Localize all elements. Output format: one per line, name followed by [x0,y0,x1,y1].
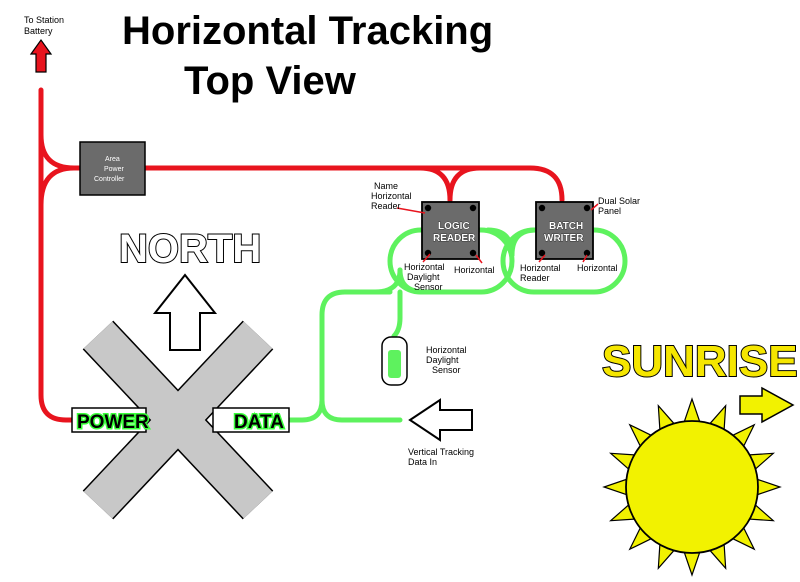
tracker-cross [82,320,274,520]
power-wire-bus [71,165,565,203]
batch-writer-label-2: WRITER [544,233,584,244]
title-line-2: Top View [184,59,357,103]
horizontal-reader-label-2: Reader [520,273,550,283]
daylight-sensor-fill [388,350,401,378]
data-wire-link-b [509,227,539,258]
sunrise-arrow-icon [739,386,795,424]
title-line-1: Horizontal Tracking [122,9,493,53]
area-power-controller-box [79,141,146,196]
screw-icon [469,249,477,257]
apc-label-2: Power [104,166,125,173]
sun-ray [602,477,630,497]
sensor-a-label-1: Horizontal [404,262,445,272]
data-plate [212,407,290,433]
data-wire-curve-a [372,267,403,295]
sensor-b-label-2: Daylight [426,355,459,365]
horizontal-reader-label-1: Horizontal [520,263,561,273]
data-wire-curve-b [397,267,428,295]
apc-label-3: Controller [94,176,125,183]
sensor-b-label-1: Horizontal [426,345,467,355]
power-plate [71,407,147,433]
power-wire-main [38,87,83,423]
data-wire-vertical-in [319,397,403,423]
screw-icon [538,249,546,257]
logic-reader-label-2: READER [433,233,476,244]
dual-solar-label-1: Dual Solar [598,196,640,206]
sensor-a-label-2: Daylight [407,272,440,282]
to-station-label-1: To Station [24,15,64,25]
power-wire-logic-left [417,165,453,203]
batch-horizontal-label: Horizontal [577,263,618,273]
batch-writer-box [535,201,594,260]
sensor-b-label-3: Sensor [432,365,461,375]
batch-writer-label-1: BATCH [549,221,583,232]
sensor-a-label-3: Sensor [414,282,443,292]
power-wire-branch-top [38,132,77,171]
vertical-tracking-label-1: Vertical Tracking [408,447,474,457]
name-reader-label-2: Horizontal [371,191,412,201]
to-battery-arrow-icon [29,38,53,73]
vertical-tracking-label-2: Data In [408,457,437,467]
power-wire-branch-bottom [38,165,77,208]
sunrise-label: SUNRISE [602,337,798,386]
screw-icon [583,204,591,212]
sun-ray [682,397,702,425]
name-reader-label-1: Name [374,181,398,191]
sun-ray [754,477,782,497]
screw-icon [583,249,591,257]
sun-ray [682,549,702,577]
vertical-tracking-arrow-icon [408,398,473,442]
power-label: POWER [77,412,149,433]
apc-label-1: Area [105,156,120,163]
sun-icon [625,420,759,554]
data-label: DATA [234,412,284,433]
to-station-label-2: Battery [24,26,53,36]
logic-reader-box [421,201,480,260]
north-label: NORTH [119,227,261,271]
dual-solar-label-2: Panel [598,206,621,216]
callout-lines [396,203,599,264]
screw-icon [424,204,432,212]
power-wires [38,87,565,423]
logic-horizontal-label: Horizontal [454,265,495,275]
north-arrow-icon [152,273,218,351]
power-wire-logic-right [447,165,483,203]
name-reader-label-3: Reader [371,201,401,211]
screw-icon [469,204,477,212]
logic-reader-label-1: LOGIC [438,221,470,232]
data-wire-main [287,289,393,423]
data-wire-sensor [391,289,403,339]
screw-icon [538,204,546,212]
